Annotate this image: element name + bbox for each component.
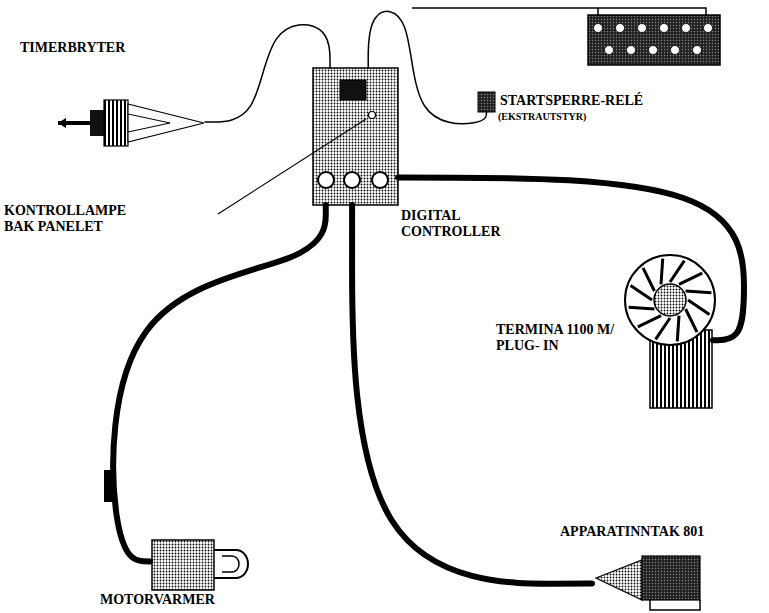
component-label: TIMERBRYTER — [20, 40, 220, 56]
component-label: APPARATINNTAK 801 — [560, 524, 765, 540]
inlet-box: APPARATINNTAK 801 — [592, 556, 700, 602]
control-lamp — [369, 112, 376, 119]
controller-box: DIGITAL CONTROLLER — [313, 68, 398, 205]
top-wires — [412, 8, 706, 15]
component-label: STARTSPERRE-RELÉ — [500, 93, 680, 109]
heater-box: TERMINA 1100 M/ PLUG- IN — [618, 255, 713, 410]
relay-body — [478, 92, 495, 112]
component-label: (EKSTRAUTSTYR) — [498, 111, 648, 123]
signal-wire — [368, 11, 486, 123]
relay-box: STARTSPERRE-RELÉ(EKSTRAUTSTYR) — [478, 92, 495, 112]
wire — [412, 8, 706, 15]
power-cable — [352, 205, 592, 584]
heater-unit — [625, 255, 715, 408]
engine-heater — [104, 470, 248, 590]
leader-line — [218, 119, 366, 214]
component-label: DIGITAL CONTROLLER — [401, 208, 513, 240]
wire — [597, 8, 599, 15]
power-cable — [398, 178, 744, 341]
component-label: TERMINA 1100 M/ PLUG- IN — [496, 322, 616, 354]
timer-switch — [58, 100, 204, 146]
signal-wire — [205, 25, 330, 122]
component-label: MOTORVARMER — [100, 592, 300, 608]
power-cable — [113, 205, 326, 561]
appliance-inlet — [596, 556, 700, 610]
callout-label: KONTROLLAMPE BAK PANELET — [4, 203, 144, 235]
engine-heater-box: MOTORVARMER — [150, 538, 245, 590]
timer-switch-box: TIMERBRYTER — [60, 98, 205, 146]
terminal-block — [588, 15, 720, 65]
controller-unit — [313, 68, 398, 205]
